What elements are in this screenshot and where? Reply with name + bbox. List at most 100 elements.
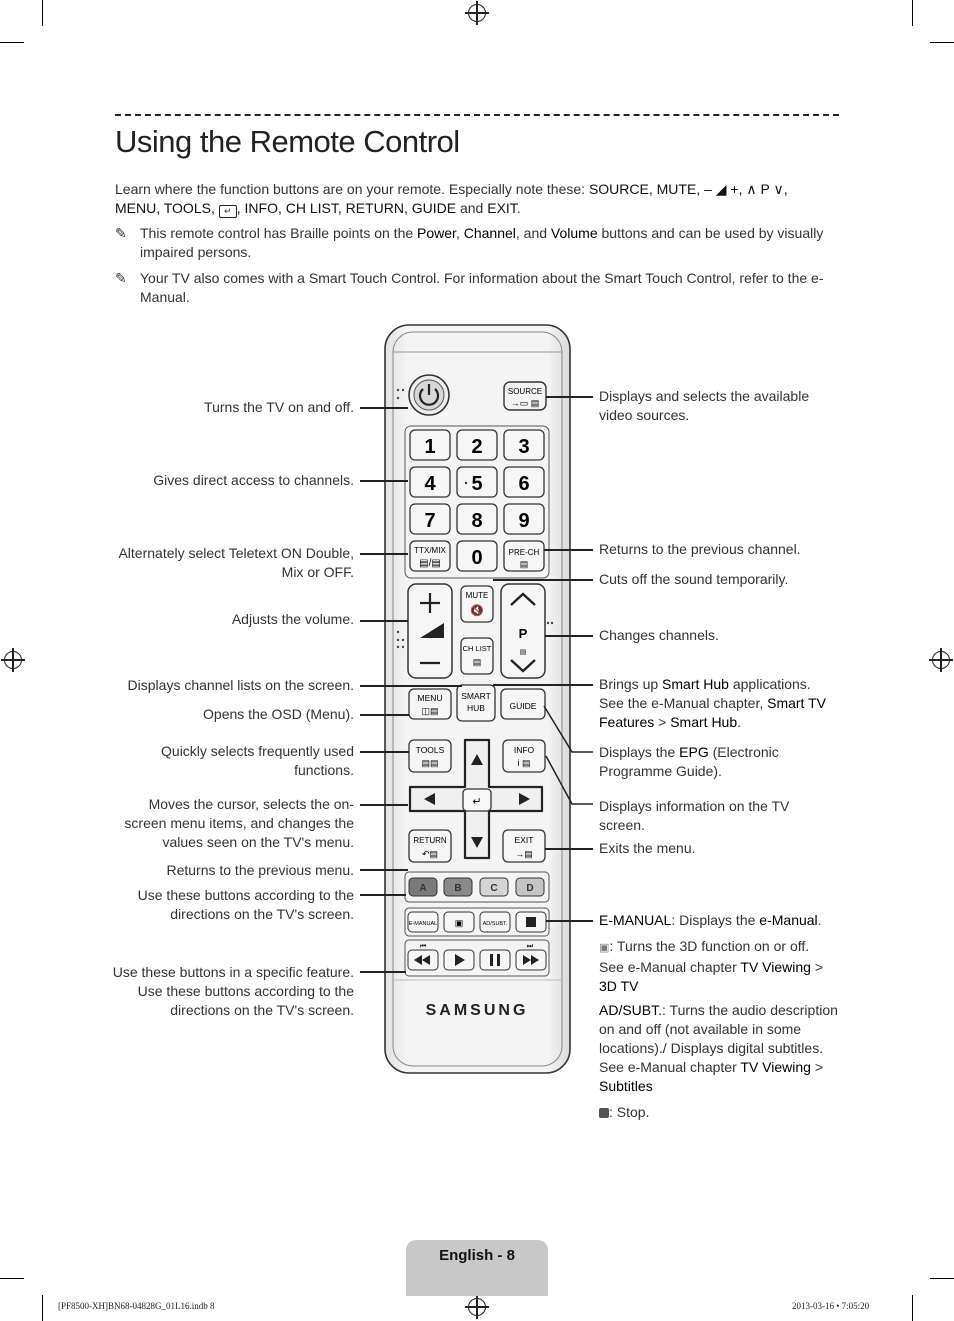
guide-button[interactable]: GUIDE [500,688,546,720]
return-label: RETURN [413,836,447,845]
color-label: A [419,883,426,894]
note-text: , [455,225,464,241]
digit-key[interactable]: 9 [503,503,545,535]
fast-forward-button[interactable] [515,949,547,971]
digit-key[interactable]: 8 [456,503,498,535]
ad-subt-button[interactable]: AD/SUBT. [479,911,511,933]
digit-key[interactable]: 2 [456,429,498,461]
digit-key[interactable]: 1 [409,429,451,461]
info-button[interactable]: INFO i ▤ [502,739,546,773]
ch-list-button[interactable]: CH LIST ▤ [460,637,494,675]
adsubt-label: AD/SUBT. [483,921,508,927]
label-key: Smart TV Features [599,695,826,730]
note-text: This remote control has Braille points o… [140,225,418,241]
digit-key[interactable]: 6 [503,466,545,498]
label-smarthub: Brings up Smart Hub applications. See th… [599,675,834,732]
label-key: TV Viewing [740,1059,811,1075]
source-icon: →▭ ▤ [511,398,540,408]
label-mute: Cuts off the sound temporarily. [599,571,789,587]
digit-key[interactable]: 0 [456,540,498,572]
digit-label: 1 [424,436,435,458]
label-key: TV Viewing [740,959,811,975]
rewind-button[interactable] [407,949,439,971]
3d-button[interactable]: ▣ [443,911,475,933]
digit-key[interactable]: 5 [456,466,498,498]
label-key: Subtitles [599,1078,653,1094]
mute-icon: 🔇 [470,604,484,617]
color-button-d[interactable]: D [515,877,545,897]
color-button-c[interactable]: C [479,877,509,897]
info-icon: i ▤ [517,758,530,768]
leader-line [360,407,408,409]
crop-mark [930,42,954,43]
intro-keys: , INFO, CH LIST, RETURN, GUIDE [236,200,457,216]
power-button[interactable] [408,374,450,416]
next-track-icon: ⏭ [527,943,534,950]
mute-button[interactable]: MUTE 🔇 [460,585,494,623]
ttx-mix-button[interactable]: TTX/MIX▤/▤ [409,540,451,572]
label-key: Smart Hub [662,676,729,692]
pre-ch-button[interactable]: PRE-CH▤ [503,540,545,572]
volume-rocker[interactable] [407,583,453,679]
label-text: (Electronic Programme Guide). [599,744,779,779]
label-text: . [737,714,742,730]
intro-exit-key: EXIT [487,200,517,216]
label-adsubt: AD/SUBT.: Turns the audio description on… [599,1001,839,1096]
label-text: Displays the [599,744,680,760]
menu-button[interactable]: MENU ◫▤ [408,688,452,720]
source-button[interactable]: SOURCE →▭ ▤ [503,381,547,411]
leader-line [360,714,409,716]
color-label: C [490,883,497,894]
tools-button[interactable]: TOOLS ▤▤ [408,739,452,773]
label-numbers: Gives direct access to channels. [153,472,354,488]
color-label: D [526,883,533,894]
play-button[interactable] [443,949,475,971]
label-channel: Changes channels. [599,627,719,643]
intro-text: Learn where the function buttons are on … [115,181,589,197]
label-info: Displays information on the TV screen. [599,798,790,833]
note-text: buttons and can be used by visually impa… [140,225,824,260]
pencil-note-icon: ✎ [115,225,127,241]
prech-icon: ▤ [520,559,529,569]
title-rule [115,114,839,116]
smart-hub-button[interactable]: SMART HUB [456,684,496,722]
pause-button[interactable] [479,949,511,971]
source-button-label: SOURCE [508,387,542,396]
crop-mark [912,0,913,26]
intro-keys: MENU, TOOLS, [115,200,219,216]
label-text: > [810,1059,824,1075]
channel-rocker[interactable]: P ▤ [500,583,546,679]
digit-key[interactable]: 4 [409,466,451,498]
stop-button[interactable] [515,911,547,933]
label-playback: Use these buttons in a specific feature.… [112,964,354,1018]
leader-line [360,971,406,973]
right-arrow-icon [519,793,530,805]
color-button-b[interactable]: B [443,877,473,897]
3d-glasses-icon: ▣ [599,942,610,954]
registration-mark-icon [465,1,489,25]
digit-key[interactable]: 3 [503,429,545,461]
exit-button[interactable]: EXIT →▤ [502,829,546,863]
navigation-pad[interactable]: ↵ [408,738,544,860]
leader-line [360,894,406,896]
digit-key[interactable]: 7 [409,503,451,535]
crop-mark [930,1278,954,1279]
label-emanual: E-MANUAL: Displays the e-Manual. [599,911,839,930]
registration-mark-icon [1,648,25,672]
leader-line [493,684,593,686]
leader-line [545,848,593,850]
digit-label: 3 [518,436,529,458]
list-icon: ▤ [473,657,482,667]
digit-label: 8 [471,510,482,532]
e-manual-button[interactable]: E-MANUAL [407,911,439,933]
color-button-a[interactable]: A [408,877,438,897]
return-button[interactable]: RETURN ↶▤ [408,829,452,863]
channel-p-label: P [519,626,528,641]
previous-track-icon: ⏮ [420,943,426,950]
label-exit: Exits the menu. [599,840,696,856]
digit-label: 4 [424,473,436,495]
channel-icon: ▤ [520,649,527,656]
crop-mark [0,42,24,43]
page-number-tab [406,1240,548,1296]
label-return: Returns to the previous menu. [166,862,354,878]
